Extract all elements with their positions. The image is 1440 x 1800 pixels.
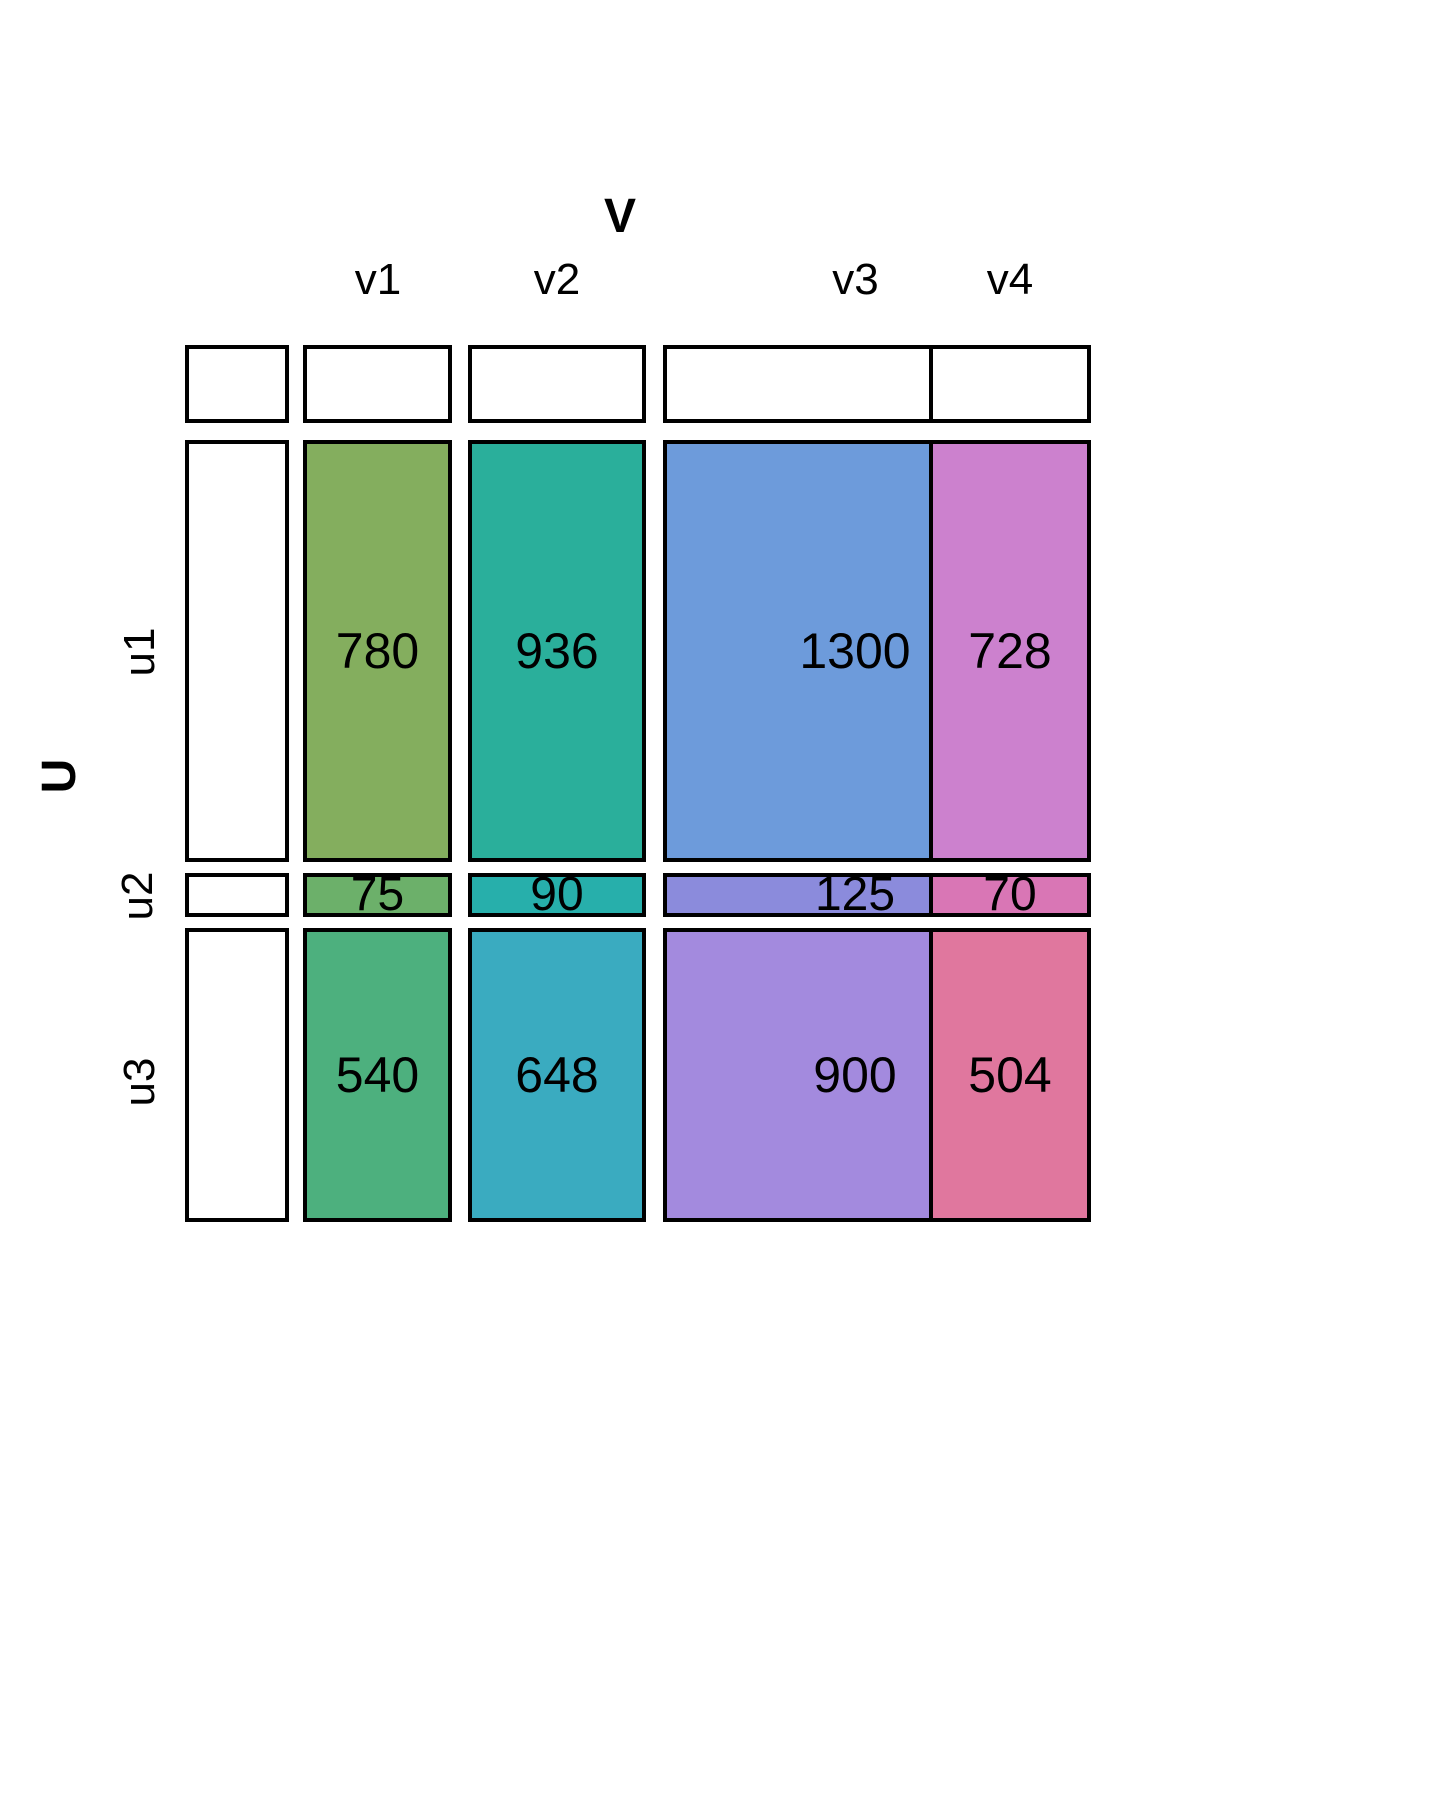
cell-value: 90 (530, 873, 584, 917)
cell-u2-v4[interactable]: 70 (929, 873, 1091, 917)
row-variable-title: U (33, 758, 86, 794)
cell-u1-v1[interactable]: 780 (303, 440, 452, 862)
cell-u2-v2[interactable]: 90 (468, 873, 646, 917)
cell-u3-v1[interactable]: 540 (303, 928, 452, 1222)
column-variable-title: V (603, 190, 636, 243)
cell-value: 648 (515, 1047, 599, 1103)
cell-u2-v1[interactable]: 75 (303, 873, 452, 917)
row-spacer-u3 (185, 928, 289, 1222)
column-label-v3: v3 (832, 255, 879, 304)
cell-value: 728 (968, 623, 1052, 679)
cell-value: 504 (968, 1047, 1052, 1103)
cell-value: 70 (983, 873, 1037, 917)
row-spacer-u1 (185, 440, 289, 862)
cell-u1-v2[interactable]: 936 (468, 440, 646, 862)
cell-u3-v2[interactable]: 648 (468, 928, 646, 1222)
header-box-v1 (303, 345, 452, 423)
cell-value: 900 (813, 1047, 897, 1103)
row-label-u2: u2 (113, 871, 162, 921)
header-box-v2 (468, 345, 646, 423)
row-label-u1: u1 (115, 627, 164, 677)
cell-u1-v4[interactable]: 728 (929, 440, 1091, 862)
row-spacer-u2 (185, 873, 289, 917)
header-box-corner (185, 345, 289, 423)
column-label-v2: v2 (533, 255, 581, 304)
row-label-u3: u3 (115, 1057, 164, 1107)
cell-value: 540 (335, 1047, 420, 1103)
cell-value: 780 (335, 623, 420, 679)
cell-value: 75 (350, 873, 405, 917)
cell-value: 125 (814, 873, 896, 917)
cell-value: 936 (515, 623, 599, 679)
column-label-v1: v1 (354, 255, 402, 304)
column-label-v4: v4 (986, 255, 1034, 304)
cell-value: 1300 (799, 623, 911, 679)
header-box-v4 (929, 345, 1091, 423)
cell-u3-v4[interactable]: 504 (929, 928, 1091, 1222)
